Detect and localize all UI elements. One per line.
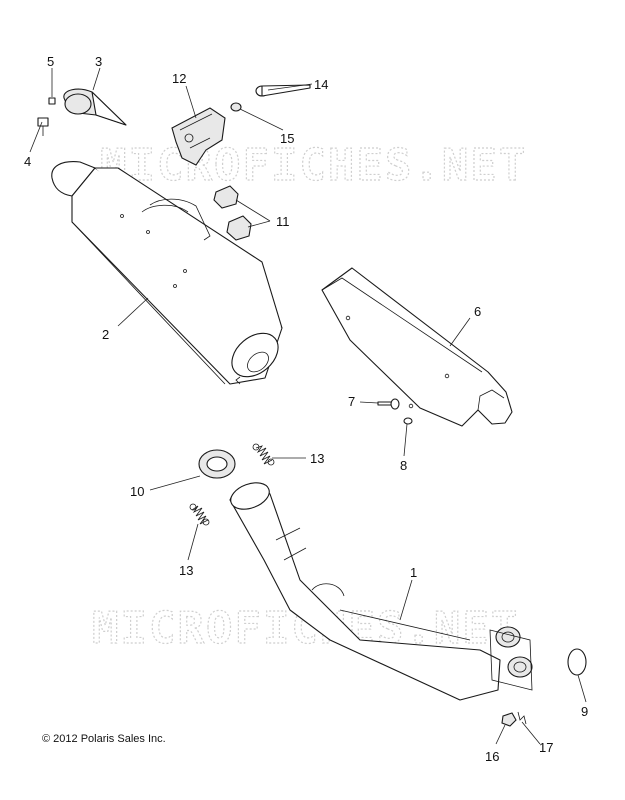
bracket-part bbox=[171, 107, 226, 166]
retaining-clip-part bbox=[517, 711, 527, 725]
watermark-top: MICROFICHES.NET bbox=[100, 140, 527, 191]
o-ring-part bbox=[567, 648, 587, 676]
callout-3: 3 bbox=[95, 54, 102, 69]
callout-17: 17 bbox=[539, 740, 553, 755]
bolt-part bbox=[255, 84, 311, 97]
callout-8: 8 bbox=[400, 458, 407, 473]
nut-part bbox=[230, 102, 242, 112]
grommet-parts bbox=[213, 185, 252, 241]
callout-14: 14 bbox=[314, 77, 328, 92]
leader-lines bbox=[29, 67, 587, 745]
callout-4: 4 bbox=[24, 154, 31, 169]
callout-11: 11 bbox=[276, 214, 290, 229]
shield-screw-part bbox=[377, 398, 400, 410]
callout-15: 15 bbox=[280, 131, 294, 146]
muffler-part bbox=[51, 161, 283, 385]
callout-2: 2 bbox=[102, 327, 109, 342]
copyright-notice: © 2012 Polaris Sales Inc. bbox=[42, 733, 166, 745]
callout-13-lower: 13 bbox=[179, 563, 193, 578]
callout-7: 7 bbox=[348, 394, 355, 409]
callout-12: 12 bbox=[172, 71, 186, 86]
spring-upper-part bbox=[252, 443, 275, 466]
washer-part bbox=[403, 417, 413, 425]
spark-arrestor-part bbox=[63, 88, 127, 126]
callout-6: 6 bbox=[474, 304, 481, 319]
gasket-part bbox=[198, 449, 236, 479]
callout-9: 9 bbox=[581, 704, 588, 719]
callout-13-upper: 13 bbox=[310, 451, 324, 466]
spring-lower-part bbox=[189, 503, 210, 526]
callout-10: 10 bbox=[130, 484, 144, 499]
callout-1: 1 bbox=[410, 565, 417, 580]
header-pipe-part bbox=[229, 482, 533, 701]
heat-shield-part bbox=[321, 267, 513, 427]
screw-part bbox=[37, 117, 49, 136]
flange-nut-part bbox=[501, 712, 517, 727]
callout-16: 16 bbox=[485, 749, 499, 764]
clip-part bbox=[48, 97, 56, 105]
callout-5: 5 bbox=[47, 54, 54, 69]
